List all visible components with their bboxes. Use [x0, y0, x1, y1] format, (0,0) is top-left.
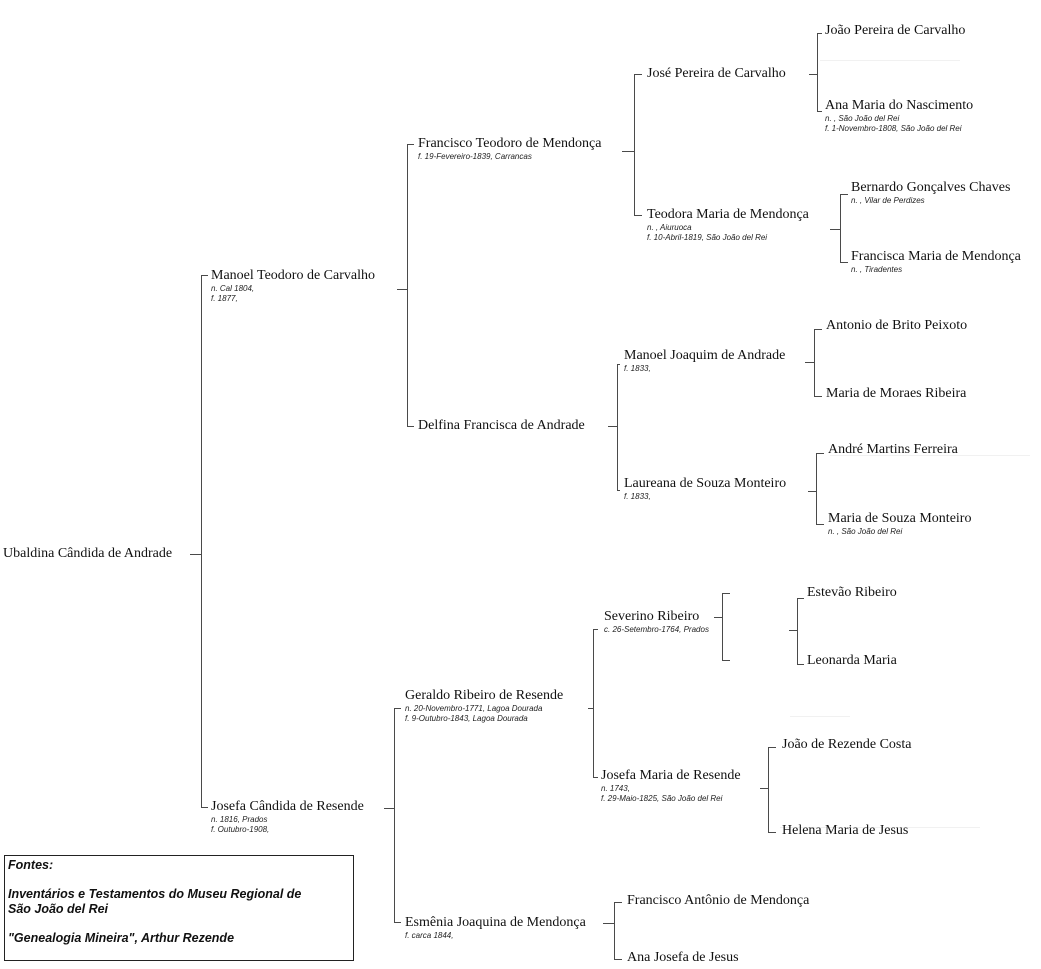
person-andre: André Martins Ferreira	[828, 442, 958, 458]
person-name: Estevão Ribeiro	[807, 585, 897, 600]
person-name: João Pereira de Carvalho	[825, 23, 966, 38]
person-teodora: Teodora Maria de Mendonça n. , Aiuruoca …	[647, 207, 809, 243]
person-detail: f. 1833,	[624, 364, 651, 373]
person-delfina: Delfina Francisca de Andrade	[418, 418, 585, 434]
person-name: Ubaldina Cândida de Andrade	[3, 546, 173, 561]
sources-line: "Genealogia Mineira", Arthur Rezende	[8, 931, 235, 945]
person-name: Antonio de Brito Peixoto	[826, 318, 968, 333]
person-name: João de Rezende Costa	[782, 737, 912, 752]
sources-heading: Fontes:	[8, 858, 54, 872]
person-leonarda: Leonarda Maria	[807, 653, 897, 669]
person-detail: f. 1833,	[624, 492, 651, 501]
person-ana-josefa: Ana Josefa de Jesus	[627, 950, 739, 966]
person-detail: c. 26-Setembro-1764, Prados	[604, 625, 709, 634]
person-name: Helena Maria de Jesus	[782, 823, 909, 838]
person-name: Manoel Teodoro de Carvalho	[211, 268, 375, 283]
person-detail: n. Cal 1804,	[211, 284, 255, 293]
person-detail: n. , São João del Rei	[825, 114, 900, 123]
person-name: Josefa Maria de Resende	[601, 768, 741, 783]
person-esmenia: Esmênia Joaquina de Mendonça f. carca 18…	[405, 915, 586, 941]
person-ana-maria: Ana Maria do Nascimento n. , São João de…	[825, 98, 973, 134]
person-josefa-maria: Josefa Maria de Resende n. 1743, f. 29-M…	[601, 768, 741, 804]
person-detail: n. 1816, Prados	[211, 815, 268, 824]
person-detail: n. 20-Novembro-1771, Lagoa Dourada	[405, 704, 543, 713]
person-detail: n. , São João del Rei	[828, 527, 903, 536]
person-jose-pereira: José Pereira de Carvalho	[647, 66, 786, 82]
person-manoel-joaquim: Manoel Joaquim de Andrade f. 1833,	[624, 348, 785, 374]
person-detail: f. carca 1844,	[405, 931, 454, 940]
person-name: Leonarda Maria	[807, 653, 897, 668]
person-name: Francisco Teodoro de Mendonça	[418, 136, 602, 151]
person-joao-rezende: João de Rezende Costa	[782, 737, 911, 753]
person-name: Josefa Cândida de Resende	[211, 799, 364, 814]
person-maria-souza: Maria de Souza Monteiro n. , São João de…	[828, 511, 971, 537]
person-detail: f. 29-Maio-1825, São João del Rei	[601, 794, 723, 803]
person-detail: n. 1743,	[601, 784, 630, 793]
person-name: Geraldo Ribeiro de Resende	[405, 688, 564, 703]
person-estevao: Estevão Ribeiro	[807, 585, 897, 601]
person-detail: f. 1-Novembro-1808, São João del Rei	[825, 124, 962, 133]
person-maria-moraes: Maria de Moraes Ribeira	[826, 386, 966, 402]
person-joao-pereira: João Pereira de Carvalho	[825, 23, 965, 39]
person-detail: n. , Vilar de Perdizes	[851, 196, 925, 205]
person-name: Maria de Moraes Ribeira	[826, 386, 967, 401]
sources-line: Inventários e Testamentos do Museu Regio…	[8, 887, 302, 901]
person-name: Maria de Souza Monteiro	[828, 511, 972, 526]
sources-box: Fontes: Inventários e Testamentos do Mus…	[4, 855, 354, 961]
person-name: Delfina Francisca de Andrade	[418, 418, 585, 433]
person-name: Bernardo Gonçalves Chaves	[851, 180, 1011, 195]
person-antonio-brito: Antonio de Brito Peixoto	[826, 318, 967, 334]
person-name: Teodora Maria de Mendonça	[647, 207, 809, 222]
sources-line: São João del Rei	[8, 902, 109, 916]
person-detail: f. 10-Abril-1819, São João del Rei	[647, 233, 768, 242]
person-name: Manoel Joaquim de Andrade	[624, 348, 786, 363]
person-name: Laureana de Souza Monteiro	[624, 476, 787, 491]
person-geraldo: Geraldo Ribeiro de Resende n. 20-Novembr…	[405, 688, 563, 724]
person-detail: f. 1877,	[211, 294, 238, 303]
person-name: André Martins Ferreira	[828, 442, 958, 457]
person-laureana: Laureana de Souza Monteiro f. 1833,	[624, 476, 786, 502]
person-josefa-candida: Josefa Cândida de Resende n. 1816, Prado…	[211, 799, 364, 835]
person-detail: n. , Aiuruoca	[647, 223, 692, 232]
person-name: Ana Josefa de Jesus	[627, 950, 739, 965]
person-ubaldina: Ubaldina Cândida de Andrade	[3, 546, 172, 562]
person-name: Esmênia Joaquina de Mendonça	[405, 915, 586, 930]
person-bernardo: Bernardo Gonçalves Chaves n. , Vilar de …	[851, 180, 1010, 206]
person-francisca-maria: Francisca Maria de Mendonça n. , Tiraden…	[851, 249, 1021, 275]
person-detail: f. 19-Fevereiro-1839, Carrancas	[418, 152, 532, 161]
person-detail: f. Outubro-1908,	[211, 825, 270, 834]
person-detail: n. , Tiradentes	[851, 265, 903, 274]
person-manoel-teodoro: Manoel Teodoro de Carvalho n. Cal 1804, …	[211, 268, 375, 304]
person-name: Francisca Maria de Mendonça	[851, 249, 1021, 264]
person-name: José Pereira de Carvalho	[647, 66, 786, 81]
person-name: Francisco Antônio de Mendonça	[627, 893, 810, 908]
person-severino: Severino Ribeiro c. 26-Setembro-1764, Pr…	[604, 609, 709, 635]
person-name: Severino Ribeiro	[604, 609, 700, 624]
person-francisco-teodoro: Francisco Teodoro de Mendonça f. 19-Feve…	[418, 136, 601, 162]
person-name: Ana Maria do Nascimento	[825, 98, 974, 113]
person-detail: f. 9-Outubro-1843, Lagoa Dourada	[405, 714, 528, 723]
person-helena: Helena Maria de Jesus	[782, 823, 908, 839]
person-francisco-antonio: Francisco Antônio de Mendonça	[627, 893, 809, 909]
